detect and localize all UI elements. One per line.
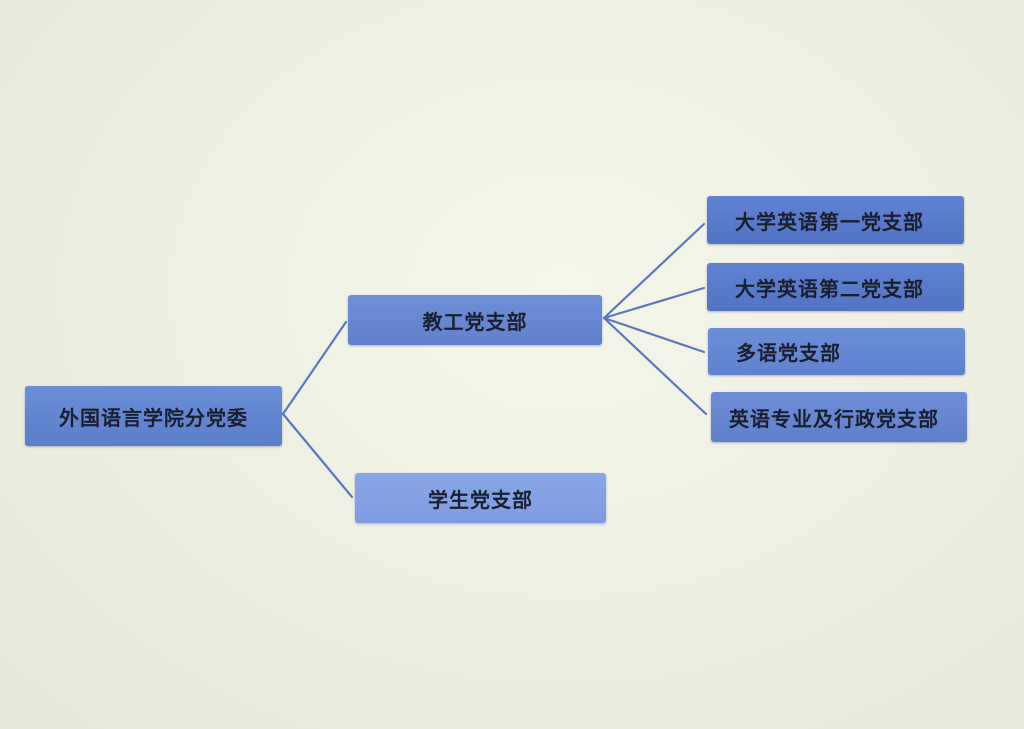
english-major-admin-branch-node: 英语专业及行政党支部: [711, 392, 967, 442]
staff-branch-label: 教工党支部: [422, 309, 528, 334]
root-node: 外国语言学院分党委: [25, 386, 282, 446]
multilingual-branch-label: 多语党支部: [736, 341, 841, 365]
college-english-first-branch-label: 大学英语第一党支部: [735, 209, 924, 234]
college-english-second-branch-node: 大学英语第二党支部: [707, 263, 964, 311]
connector-root-to-student: [281, 412, 354, 499]
connector-staff-to-english-1: [602, 222, 706, 320]
root-node-label: 外国语言学院分党委: [59, 405, 248, 430]
staff-branch-node: 教工党支部: [348, 295, 602, 345]
multilingual-branch-node: 多语党支部: [708, 328, 965, 375]
connector-staff-to-multilingual: [602, 316, 706, 354]
student-branch-node: 学生党支部: [355, 473, 606, 523]
connector-staff-to-english-2: [602, 286, 706, 320]
student-branch-label: 学生党支部: [428, 487, 533, 512]
college-english-second-branch-label: 大学英语第二党支部: [735, 276, 924, 301]
english-major-admin-branch-label: 英语专业及行政党支部: [729, 406, 939, 431]
college-english-first-branch-node: 大学英语第一党支部: [707, 196, 964, 244]
connector-staff-to-english-major: [602, 316, 708, 416]
connector-root-to-staff: [281, 320, 348, 416]
